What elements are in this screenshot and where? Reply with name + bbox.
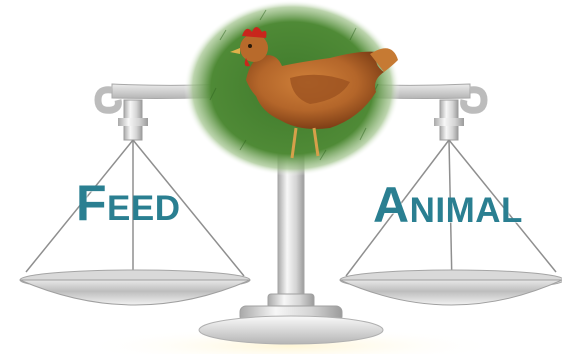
left-pan (20, 270, 250, 305)
hen-eye (248, 44, 252, 48)
right-pan (340, 270, 562, 305)
hen-head (240, 34, 268, 62)
animal-label: Animal (373, 180, 523, 230)
scale-column (199, 150, 383, 344)
hen-photo (184, 0, 400, 176)
feed-label: Feed (76, 178, 181, 228)
